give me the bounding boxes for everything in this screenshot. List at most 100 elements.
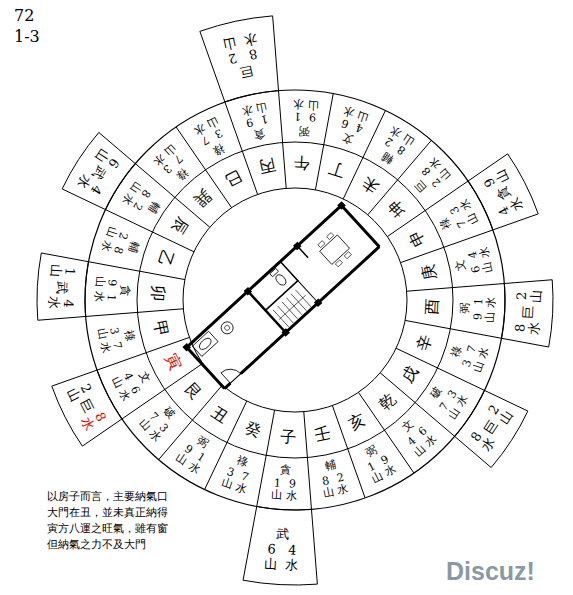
star-number: 3 山: [460, 357, 486, 375]
star-number: 4 水: [285, 543, 299, 572]
number-columns: 1 山9 水: [240, 100, 270, 129]
mountain-label: 辰: [168, 214, 191, 237]
star-number: 8 水: [99, 239, 125, 257]
star-segment: 巨2 山8 水: [408, 155, 454, 200]
mountain-label: 戌: [398, 363, 421, 386]
star-segment: 祿7 山3 水: [435, 197, 481, 238]
star-segment: 弼9 山1 水: [174, 430, 217, 476]
star-number: 2 山: [222, 35, 241, 66]
mountain-label: 乾: [375, 390, 399, 414]
star-number: 2 水: [334, 471, 350, 497]
number-columns: 3 山7 水: [460, 343, 491, 375]
mountain-label: 壬: [314, 424, 333, 445]
star-name: 祿: [449, 345, 464, 359]
star-segment: 輔8 山2 水: [373, 123, 416, 169]
star-number: 4 水: [46, 296, 75, 310]
mountain-segment: 未: [358, 173, 381, 196]
mountain-segment: 庚: [419, 262, 440, 281]
star-name: 輔: [144, 200, 160, 216]
segment-divider: [86, 309, 184, 317]
floor-plan: [182, 201, 383, 393]
star-name: 弼: [298, 124, 310, 137]
star-segment: 弼9 山1 水: [458, 296, 498, 324]
star-segment: 祿7 山3 水: [150, 141, 195, 187]
mountain-label: 子: [279, 428, 296, 446]
star-number: 8 山: [319, 474, 335, 500]
star-name: 弼: [195, 434, 211, 450]
star-segment: 祿3 山7 水: [447, 338, 491, 375]
outer-flap: 8 水巨2 山: [467, 401, 515, 454]
mountain-segment: 艮: [181, 380, 205, 404]
mountain-label: 庚: [419, 262, 440, 281]
star-name: 祿: [173, 166, 189, 182]
outer-flap: 8 水巨2 山: [513, 289, 544, 335]
star-number: 1 山: [48, 265, 77, 279]
segment-divider: [304, 412, 312, 510]
mountain-segment: 乙: [154, 247, 176, 268]
segment-divider: [279, 91, 287, 189]
star-name: 文: [401, 418, 417, 434]
number-columns: 9 山1 水: [92, 276, 118, 303]
star-segment: 貪9 山1 水: [92, 276, 132, 304]
mountain-segment: 丁: [327, 159, 348, 181]
star-name: 巨: [413, 178, 429, 194]
star-segment: 弼9 山1 水: [291, 97, 319, 137]
star-number: 4 山: [352, 108, 370, 134]
mountain-segment: 寅: [161, 351, 184, 373]
star-number: 9 山: [93, 276, 118, 288]
star-name: 破: [161, 406, 177, 422]
number-columns: 3 山7 水: [95, 324, 124, 354]
mountain-segment: 辰: [168, 214, 191, 237]
note-text: 以房子而言，主要納氣口 大門在丑，並未真正納得 寅方八運之旺氣，雖有窗 但納氣之…: [47, 489, 171, 553]
outer-flap: 巨 8 水2 山: [222, 30, 265, 81]
number-columns: 4 山6 水: [338, 104, 370, 135]
ring-circle: [137, 142, 453, 458]
star-number: 6 山: [469, 260, 495, 276]
star-number: 8 水: [242, 30, 261, 61]
mountain-segment: 丙: [257, 156, 276, 177]
number-columns: 1 山9 水: [271, 477, 298, 503]
star-segment: 輔8 山2 水: [118, 179, 164, 222]
star-number: 4 水: [466, 245, 492, 261]
star-segment: 貪1 山9 水: [240, 100, 273, 143]
star-name: 巨: [482, 418, 501, 437]
star-name: 巨: [238, 63, 254, 80]
star-name: 貪: [280, 463, 292, 476]
star-number: 9 山: [306, 98, 318, 123]
star-segment: 貪1 山9 水: [271, 463, 299, 503]
mountain-label: 巽: [191, 186, 215, 210]
flap-outline: [243, 506, 317, 585]
star-number: 1 水: [473, 296, 498, 308]
star-number: 2 山: [515, 289, 544, 303]
star-number: 7 水: [98, 339, 124, 355]
mountain-label: 丑: [209, 403, 232, 426]
star-segment: 文4 山6 水: [333, 104, 370, 148]
outer-flap: 武6 山4 水: [264, 526, 300, 573]
outer-flap: 1 山武4 水: [46, 265, 77, 311]
star-number: 3 山: [95, 324, 121, 340]
star-number: 7 水: [234, 470, 252, 496]
mountain-segment: 癸: [242, 419, 263, 441]
star-name: 破: [429, 385, 445, 401]
mountain-label: 乙: [154, 247, 176, 268]
star-segment: 弼1 山9 水: [358, 440, 399, 486]
star-segment: 文4 山6 水: [395, 413, 440, 459]
mountain-segment: 申: [406, 227, 429, 249]
number-columns: 8 山2 水: [319, 471, 349, 500]
mountain-segment: 乾: [375, 390, 399, 414]
mountain-label: 酉: [423, 299, 441, 316]
watermark: Discuz!: [446, 556, 535, 586]
figure-subnumber: 1-3: [14, 27, 40, 46]
mountain-label: 坤: [385, 196, 409, 220]
star-number: 9 水: [286, 478, 298, 503]
star-number: 9 山: [472, 311, 497, 323]
mountain-label: 巳: [222, 166, 244, 189]
star-number: 1 山: [255, 100, 271, 126]
mountain-label: 申: [406, 227, 429, 249]
number-columns: 3 山7 水: [220, 465, 252, 496]
star-segment: 輔2 山8 水: [99, 225, 143, 262]
number-columns: 2 山8 水: [99, 225, 130, 257]
number-columns: 9 山1 水: [472, 296, 498, 323]
star-name: 祿: [122, 329, 136, 342]
star-number: 6 水: [338, 104, 356, 130]
